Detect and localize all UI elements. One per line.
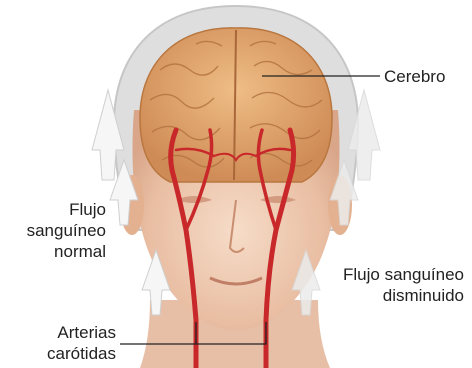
label-flujo-disminuido: Flujo sanguíneo disminuido (322, 264, 464, 306)
label-arterias-carotidas: Arterias carótidas (14, 322, 116, 364)
label-cerebro: Cerebro (384, 66, 445, 87)
label-flujo-normal: Flujo sanguíneo normal (14, 199, 106, 262)
